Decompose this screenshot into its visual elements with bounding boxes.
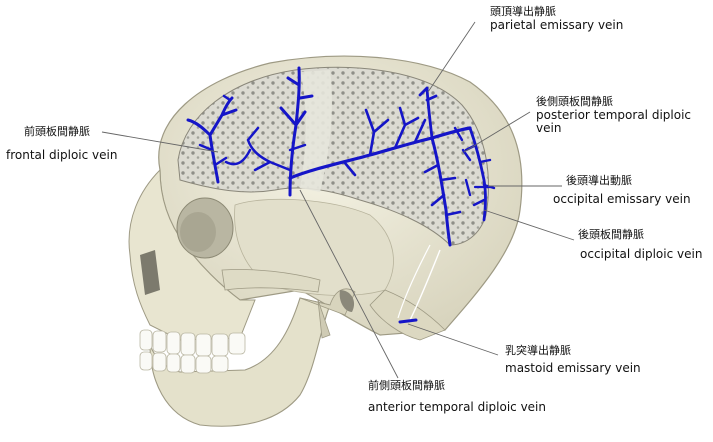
mastoid-canal [409,249,441,321]
label-frontal-diploic-vein-en: frontal diploic vein [6,148,118,163]
label-mastoid-emissary-vein: 乳突導出静脈 mastoid emissary vein [505,344,641,375]
teeth [139,329,246,374]
label-jp: 後側頭板間静脈 [536,95,613,108]
diploic-veins [186,66,496,324]
leader-lines [101,21,575,379]
label-parietal-emissary-vein: 頭頂導出静脈 parietal emissary vein [490,5,624,32]
label-frontal-diploic-vein: 前頭板間静脈 [24,125,90,139]
nasal-cavity [140,250,160,295]
label-occipital-emissary-vein: 後頭導出動脈 [566,174,632,188]
label-jp: 乳突導出静脈 [505,344,571,357]
label-posterior-temporal-diploic-vein: 後側頭板間静脈 posterior temporal diploic vein [536,95,696,136]
zygomatic-arch [221,269,321,293]
label-jp: 頭頂導出静脈 [490,5,556,18]
diploic-layer [177,66,489,246]
label-en: anterior temporal diploic vein [368,400,546,414]
label-en: occipital emissary vein [553,192,691,206]
label-en: frontal diploic vein [6,148,118,162]
label-jp: 後頭板間静脈 [578,228,644,241]
label-jp: 前側頭板間静脈 [368,379,445,392]
label-anterior-temporal-diploic-vein-en: anterior temporal diploic vein [368,400,546,415]
label-en: parietal emissary vein [490,17,624,32]
label-occipital-emissary-vein-en: occipital emissary vein [553,192,691,207]
label-en: mastoid emissary vein [505,360,641,375]
label-occipital-diploic-vein: 後頭板間静脈 [578,228,644,242]
occipital-base [369,289,446,341]
label-jp: 前頭板間静脈 [24,125,90,138]
inner-table [300,70,332,192]
label-en: occipital diploic vein [580,247,703,261]
label-occipital-diploic-vein-en: occipital diploic vein [580,247,703,262]
label-anterior-temporal-diploic-vein: 前側頭板間静脈 [368,379,445,393]
label-jp: 後頭導出動脈 [566,174,632,187]
label-en: posterior temporal diploic vein [536,107,692,136]
